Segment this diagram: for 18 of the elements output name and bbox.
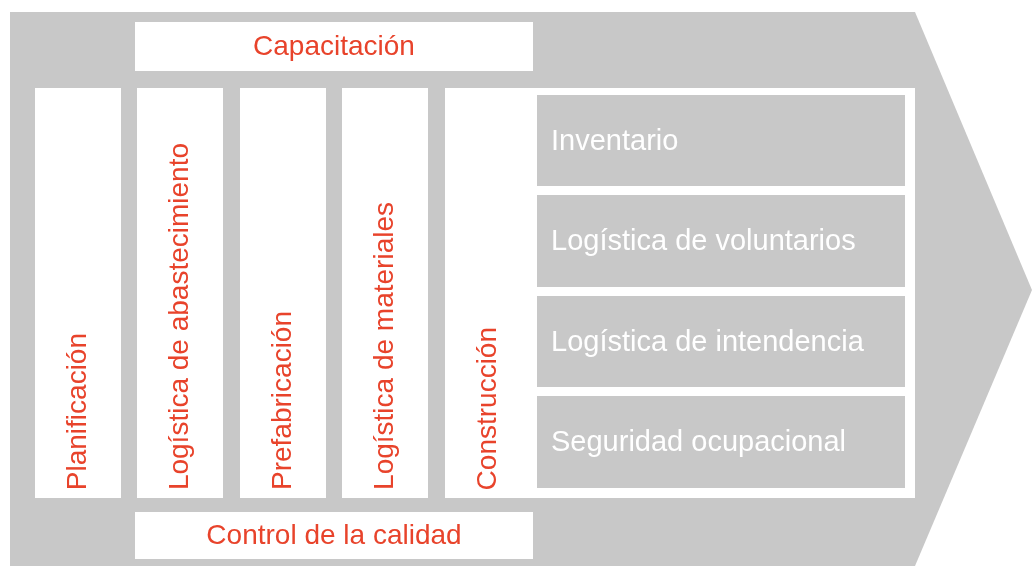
activity-box — [135, 512, 533, 559]
activity-box — [240, 88, 326, 498]
process-box — [537, 296, 905, 387]
box-label: Capacitación — [253, 31, 415, 62]
box-label: Logística de abastecimiento — [163, 142, 195, 490]
activity-box — [342, 88, 428, 498]
activity-box — [135, 22, 533, 71]
box-label: Logística de materiales — [368, 202, 400, 490]
process-box — [537, 195, 905, 287]
process-box — [537, 95, 905, 186]
box-label: Planificación — [61, 332, 93, 490]
box-label: Prefabricación — [266, 311, 298, 490]
box-label: Construcción — [471, 326, 503, 490]
activity-box — [137, 88, 223, 498]
box-label: Control de la calidad — [206, 520, 462, 551]
activity-box — [35, 88, 121, 498]
activity-box — [445, 88, 915, 498]
process-box — [537, 396, 905, 488]
